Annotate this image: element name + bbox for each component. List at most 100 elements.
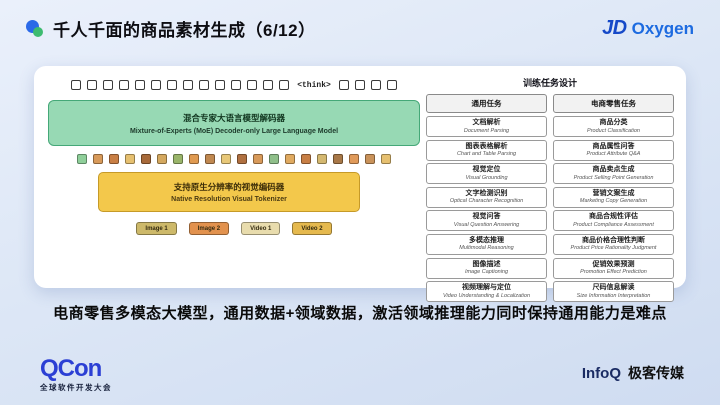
token-square: [151, 80, 161, 90]
media-logos: InfoQ 极客传媒: [582, 363, 684, 383]
task-cell: 商品价格合理性判断 Product Price Rationality Judg…: [553, 234, 674, 255]
task-cell: 商品属性问答 Product Attribute Q&A: [553, 140, 674, 161]
task-zh: 文字检测识别: [428, 190, 545, 199]
token-square: [237, 154, 247, 164]
token-square: [77, 154, 87, 164]
tokenizer-title-en: Native Resolution Visual Tokenizer: [171, 196, 287, 203]
task-cell: 商品分类 Product Classification: [553, 116, 674, 137]
token-square: [263, 80, 273, 90]
task-en: Visual Grounding: [428, 175, 545, 182]
token-square: [231, 80, 241, 90]
input-media-chip: Image 1: [136, 222, 176, 235]
task-zh: 文档解析: [428, 119, 545, 128]
ecommerce-column-header: 电商零售任务: [553, 94, 674, 113]
visual-token-row: [48, 154, 420, 164]
token-square: [301, 154, 311, 164]
token-square: [125, 154, 135, 164]
task-en: Image Captioning: [428, 269, 545, 276]
task-cell: 视频理解与定位 Video Understanding & Localizati…: [426, 281, 547, 302]
token-square: [371, 80, 381, 90]
oxygen-logo-text: Oxygen: [632, 19, 694, 39]
token-square: [87, 80, 97, 90]
token-square: [215, 80, 225, 90]
qcon-logo-text: QCon: [40, 357, 112, 381]
think-token-label: <think>: [295, 81, 333, 90]
infoq-logo: InfoQ: [582, 365, 621, 382]
task-cell: 促销效果预测 Promotion Effect Prediction: [553, 258, 674, 279]
token-square: [173, 154, 183, 164]
task-zh: 图像描述: [428, 261, 545, 270]
task-zh: 商品卖点生成: [555, 166, 672, 175]
task-en: Product Compliance Assessment: [555, 222, 672, 229]
qcon-tagline: 全球软件开发大会: [40, 382, 112, 393]
task-zh: 多模态推理: [428, 237, 545, 246]
task-en: Document Parsing: [428, 128, 545, 135]
task-zh: 尺码信息解读: [555, 284, 672, 293]
task-en: Optical Character Recognition: [428, 198, 545, 205]
moe-title-zh: 混合专家大语言模型解码器: [183, 112, 285, 124]
tokenizer-title-zh: 支持原生分辨率的视觉编码器: [174, 181, 285, 193]
token-square: [317, 154, 327, 164]
token-square: [109, 154, 119, 164]
task-zh: 商品价格合理性判断: [555, 237, 672, 246]
task-cell: 尺码信息解读 Size Information Interpretation: [553, 281, 674, 302]
token-square: [157, 154, 167, 164]
task-en: Product Classification: [555, 128, 672, 135]
input-media-row: Image 1 Image 2 Video 1 Video 2: [48, 222, 420, 235]
token-square: [269, 154, 279, 164]
ecommerce-task-column: 电商零售任务 商品分类 Product Classification 商品属性问…: [553, 94, 674, 305]
token-square: [119, 80, 129, 90]
input-media-chip: Video 1: [241, 222, 280, 235]
task-zh: 商品合规性评估: [555, 213, 672, 222]
token-square: [355, 80, 365, 90]
task-columns: 通用任务 文档解析 Document Parsing 图表表格解析 Chart …: [426, 94, 674, 305]
task-en: Video Understanding & Localization: [428, 293, 545, 300]
geek-media-text: 极客传媒: [628, 363, 684, 383]
task-cell: 多模态推理 Multimodal Reasoning: [426, 234, 547, 255]
token-square: [167, 80, 177, 90]
token-square: [205, 154, 215, 164]
task-en: Product Selling Point Generation: [555, 175, 672, 182]
text-token-row: <think>: [48, 80, 420, 90]
task-en: Chart and Table Parsing: [428, 151, 545, 158]
token-square: [387, 80, 397, 90]
tasks-panel-title: 训练任务设计: [426, 76, 674, 89]
input-media-chip: Image 2: [189, 222, 229, 235]
slide-bullet-icon: [26, 20, 43, 37]
token-square: [141, 154, 151, 164]
page-title: 千人千面的商品素材生成（6/12）: [53, 16, 316, 41]
task-zh: 视觉问答: [428, 213, 545, 222]
task-cell: 视觉问答 Visual Question Answering: [426, 210, 547, 231]
content-card: <think> 混合专家大语言模型解码器 Mixture-of-Experts …: [34, 66, 686, 288]
input-media-chip: Video 2: [292, 222, 331, 235]
jd-oxygen-logo: JD Oxygen: [602, 17, 694, 40]
token-square: [71, 80, 81, 90]
task-cell: 营销文案生成 Marketing Copy Generation: [553, 187, 674, 208]
token-square: [365, 154, 375, 164]
task-zh: 视觉定位: [428, 166, 545, 175]
task-en: Product Attribute Q&A: [555, 151, 672, 158]
task-en: Multimodal Reasoning: [428, 245, 545, 252]
task-zh: 商品属性问答: [555, 143, 672, 152]
model-architecture-diagram: <think> 混合专家大语言模型解码器 Mixture-of-Experts …: [48, 66, 420, 288]
token-square: [189, 154, 199, 164]
moe-decoder-box: 混合专家大语言模型解码器 Mixture-of-Experts (MoE) De…: [48, 100, 420, 146]
token-square: [221, 154, 231, 164]
task-en: Visual Question Answering: [428, 222, 545, 229]
qcon-logo: QCon 全球软件开发大会: [40, 357, 112, 393]
task-zh: 商品分类: [555, 119, 672, 128]
token-square: [333, 154, 343, 164]
task-en: Marketing Copy Generation: [555, 198, 672, 205]
task-cell: 视觉定位 Visual Grounding: [426, 163, 547, 184]
token-square: [285, 154, 295, 164]
token-square: [93, 154, 103, 164]
task-en: Promotion Effect Prediction: [555, 269, 672, 276]
training-tasks-panel: 训练任务设计 通用任务 文档解析 Document Parsing 图表表格解析…: [426, 76, 674, 305]
moe-title-en: Mixture-of-Experts (MoE) Decoder-only La…: [130, 128, 338, 135]
task-zh: 视频理解与定位: [428, 284, 545, 293]
task-zh: 促销效果预测: [555, 261, 672, 270]
visual-tokenizer-box: 支持原生分辨率的视觉编码器 Native Resolution Visual T…: [98, 172, 360, 212]
green-dot-icon: [33, 27, 43, 37]
token-square: [339, 80, 349, 90]
